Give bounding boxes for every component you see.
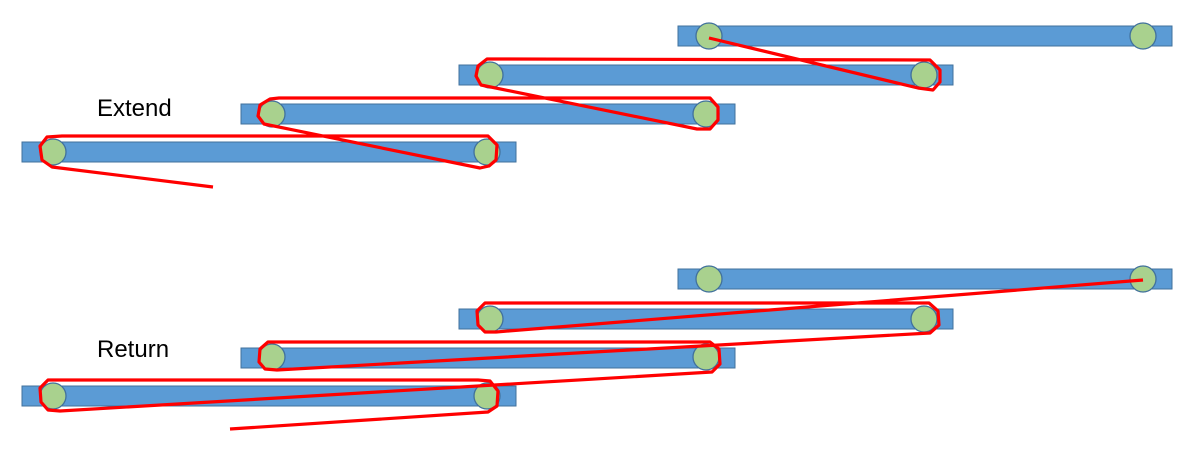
- extend-panel: Extend: [21, 22, 1173, 189]
- extend-section-4: [677, 25, 1173, 47]
- return-pulley-4-right: [1129, 265, 1157, 293]
- return-section-3: [458, 308, 954, 330]
- return-bars: [21, 268, 1173, 407]
- extend-section-3: [458, 64, 954, 86]
- extend-cable: [38, 36, 942, 189]
- extend-section-1: [21, 141, 517, 163]
- extend-pulley-3-right: [910, 61, 938, 89]
- extend-section-2: [240, 103, 736, 125]
- return-pulley-3-right: [910, 305, 938, 333]
- return-pulley-1-right: [473, 382, 501, 410]
- extend-pulley-4-left: [695, 22, 723, 50]
- extend-bars: [21, 25, 1173, 163]
- extend-label: Extend: [97, 95, 172, 122]
- return-label: Return: [97, 336, 169, 363]
- return-pulley-4-left: [695, 265, 723, 293]
- return-panel: Return: [21, 265, 1173, 431]
- extend-pulley-4-right: [1129, 22, 1157, 50]
- return-cable: [38, 278, 1144, 431]
- return-section-4: [677, 268, 1173, 290]
- extend-pulleys: [39, 22, 1157, 166]
